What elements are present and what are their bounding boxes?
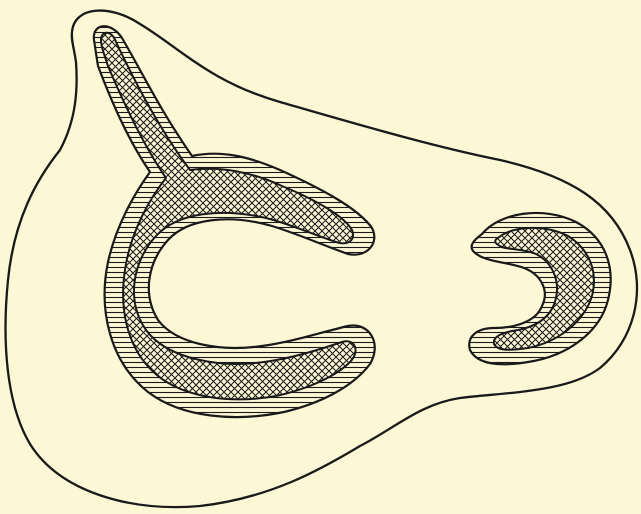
diagram-canvas [0,0,641,514]
diagram-figure [0,0,641,514]
